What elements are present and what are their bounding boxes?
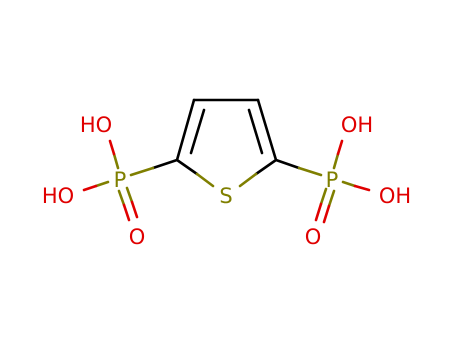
oxygen-right-bottom-label: O bbox=[305, 225, 322, 249]
bond-c4-c5-double bbox=[247, 108, 264, 155]
bond-c2-s-b bbox=[195, 172, 215, 188]
bond-p-left-oh-mid-a bbox=[94, 180, 110, 188]
bond-p-right-o-double-1b bbox=[314, 202, 323, 222]
bond-p-right-o-double-2a bbox=[327, 189, 336, 208]
bond-c2-c3-double bbox=[189, 108, 206, 155]
bond-p-left-oh-top-b bbox=[108, 139, 116, 156]
bond-p-left-o-double-2b bbox=[130, 200, 139, 219]
hydroxyl-right-mid-label: OH bbox=[379, 184, 411, 208]
bond-c4-c5 bbox=[256, 98, 278, 162]
bond-c2-c3 bbox=[175, 98, 196, 162]
bond-p-right-oh-mid-b bbox=[353, 184, 371, 192]
bond-p-left-o-double-2a bbox=[125, 186, 134, 204]
bond-c5-s-a bbox=[254, 158, 278, 176]
oxygen-left-bottom-label: O bbox=[129, 225, 146, 249]
bond-c2-p-left-b bbox=[129, 166, 155, 177]
phosphorus-right-atom-label: P bbox=[326, 168, 339, 192]
sulfur-atom-label: S bbox=[219, 184, 232, 208]
bond-c2-p-left-a bbox=[151, 158, 179, 170]
bond-p-left-o-double-1a bbox=[117, 189, 126, 207]
bond-p-right-oh-mid-a bbox=[341, 180, 357, 188]
bond-p-right-o-double-2b bbox=[322, 204, 331, 224]
right-phosphonate-group bbox=[274, 139, 371, 224]
bond-c5-p-right-a bbox=[274, 158, 301, 170]
bond-p-right-oh-top-a bbox=[332, 152, 340, 170]
bond-c5-p-right-b bbox=[297, 166, 323, 177]
bond-p-left-oh-top-a bbox=[112, 152, 120, 170]
hydroxyl-left-top-label: HO bbox=[80, 113, 112, 137]
bond-p-right-oh-top-b bbox=[336, 139, 344, 156]
hydroxyl-right-top-label: OH bbox=[341, 113, 373, 137]
bond-c5-s-b bbox=[238, 172, 258, 188]
bond-p-left-oh-mid-b bbox=[82, 184, 98, 192]
left-phosphonate-group bbox=[82, 139, 179, 222]
phosphorus-left-atom-label: P bbox=[114, 168, 127, 192]
thiophene-ring bbox=[175, 98, 278, 188]
bond-c2-s-a bbox=[175, 158, 199, 176]
hydroxyl-left-mid-label: HO bbox=[42, 184, 74, 208]
bond-p-right-o-double-1a bbox=[319, 187, 328, 206]
bond-p-left-o-double-1b bbox=[122, 203, 131, 222]
